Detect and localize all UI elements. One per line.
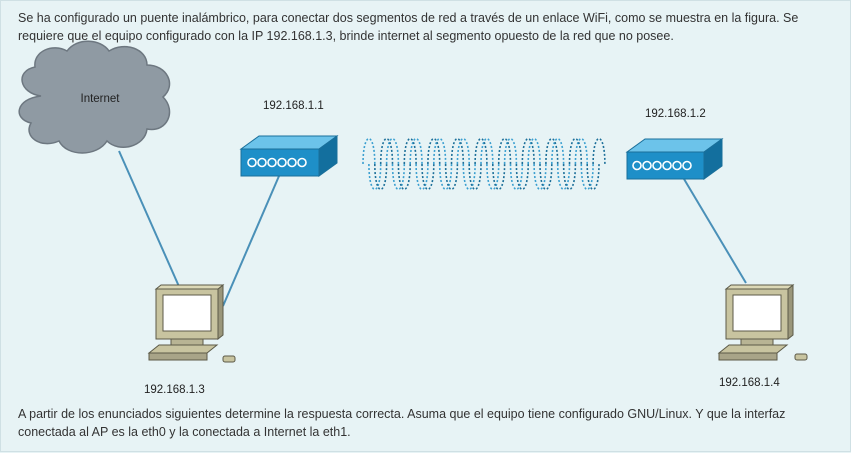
access-point-2-icon	[625, 138, 724, 180]
cloud-to-pc1-link	[118, 150, 182, 292]
access-point-1-icon	[239, 135, 339, 177]
internet-label: Internet	[81, 93, 121, 105]
ap2-ip-label: 192.168.1.2	[645, 108, 706, 120]
question-outro-text: A partir de los enunciados siguientes de…	[18, 407, 786, 439]
computer-1-icon	[147, 283, 236, 363]
ap1-ip-label: 192.168.1.1	[263, 100, 324, 112]
computer-2-icon	[717, 283, 808, 361]
internet-cloud-icon	[18, 40, 171, 154]
pc2-ip-label: 192.168.1.4	[719, 377, 780, 389]
wifi-signal-icon	[362, 138, 606, 190]
question-intro-text: Se ha configurado un puente inalámbrico,…	[18, 11, 799, 43]
ap1-to-pc1-link	[222, 175, 280, 307]
ap2-to-pc2-link	[683, 178, 747, 284]
pc1-ip-label: 192.168.1.3	[144, 384, 205, 396]
